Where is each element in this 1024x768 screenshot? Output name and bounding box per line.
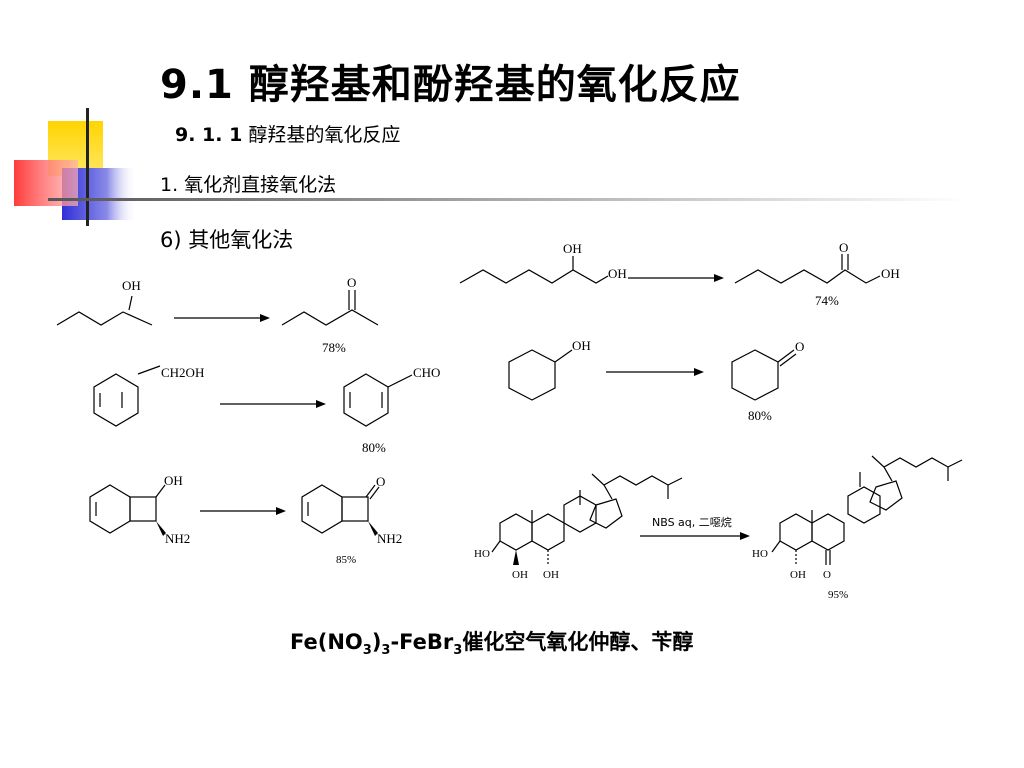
- reaction-5: OH NH2 O NH2 85%: [89, 473, 402, 566]
- r5-product-label-1: O: [376, 474, 385, 489]
- r2-reactant-skeleton: [459, 269, 609, 284]
- caption-part-4: 催化空气氧化仲醇、苄醇: [462, 630, 694, 654]
- r4-product-ring: [731, 349, 779, 401]
- r1-product-label: O: [347, 275, 356, 290]
- r6-product-skeleton: [771, 455, 963, 565]
- r4-product-label: O: [795, 339, 804, 354]
- r5-yield: 85%: [336, 554, 356, 566]
- method-heading: 1. 氧化剂直接氧化法: [160, 174, 337, 196]
- r6-reagent: NBS aq, 二噁烷: [652, 515, 732, 529]
- r6-product-oh: OH: [790, 569, 806, 581]
- r1-reactant-label: OH: [122, 278, 141, 293]
- r6-product-o: O: [823, 569, 831, 581]
- r1-yield: 78%: [322, 340, 346, 355]
- r3-yield: 80%: [362, 440, 386, 455]
- r2-reactant-label-2: OH: [608, 266, 627, 281]
- r6-reactant-skeleton: [491, 473, 683, 565]
- caption-sub-1: 3: [362, 643, 372, 659]
- subsection-text: 醇羟基的氧化反应: [248, 124, 401, 146]
- reaction-2: OH OH O OH 74%: [459, 240, 900, 308]
- caption-sub-2: 3: [381, 643, 391, 659]
- r5-product-label-2: NH2: [377, 531, 402, 546]
- caption-sub-3: 3: [453, 643, 463, 659]
- subsection-number: 9. 1. 1: [175, 124, 243, 146]
- r3-product-label: CHO: [413, 365, 440, 380]
- r4-reactant-ring: [508, 349, 556, 401]
- r6-product-ho: HO: [752, 548, 768, 560]
- r3-reactant-ring: [93, 373, 139, 427]
- r5-reactant-label-2: NH2: [165, 531, 190, 546]
- caption-part-3: -FeBr: [390, 630, 454, 654]
- r5-reactant-label-1: OH: [164, 473, 183, 488]
- page-title: 9.1 醇羟基和酚羟基的氧化反应: [160, 62, 741, 108]
- r4-reactant-label: OH: [572, 338, 591, 353]
- reaction-3: CH2OH CHO 80%: [93, 365, 440, 455]
- r1-product-skeleton: [281, 309, 379, 326]
- caption-part-2: ): [371, 630, 382, 654]
- reaction-6: HO OH OH NBS aq, 二噁烷 HO OH O 95%: [474, 455, 963, 601]
- r2-yield: 74%: [815, 293, 839, 308]
- r6-yield: 95%: [828, 589, 848, 601]
- subsection-heading: 9. 1. 1 醇羟基的氧化反应: [175, 120, 400, 147]
- reaction-4: OH O 80%: [508, 338, 804, 423]
- r4-yield: 80%: [748, 408, 772, 423]
- corner-decoration: [14, 108, 968, 226]
- deco-vertical-line: [86, 108, 89, 226]
- r2-product-skeleton: [734, 269, 881, 284]
- r1-reactant-skeleton: [56, 311, 153, 326]
- r2-product-label-2: OH: [881, 266, 900, 281]
- item-heading: 6) 其他氧化法: [160, 228, 294, 252]
- r2-reactant-label-1: OH: [563, 241, 582, 256]
- deco-horizontal-line: [48, 198, 968, 201]
- r6-oh-2: OH: [543, 569, 559, 581]
- reaction-1: OH O 78%: [56, 275, 379, 355]
- r6-ho: HO: [474, 548, 490, 560]
- r6-oh-1: OH: [512, 569, 528, 581]
- r3-reactant-label: CH2OH: [161, 365, 204, 380]
- caption-part-1: Fe(NO: [290, 630, 363, 654]
- r2-product-label-1: O: [839, 240, 848, 255]
- caption: Fe(NO3)3-FeBr3催化空气氧化仲醇、苄醇: [290, 626, 693, 658]
